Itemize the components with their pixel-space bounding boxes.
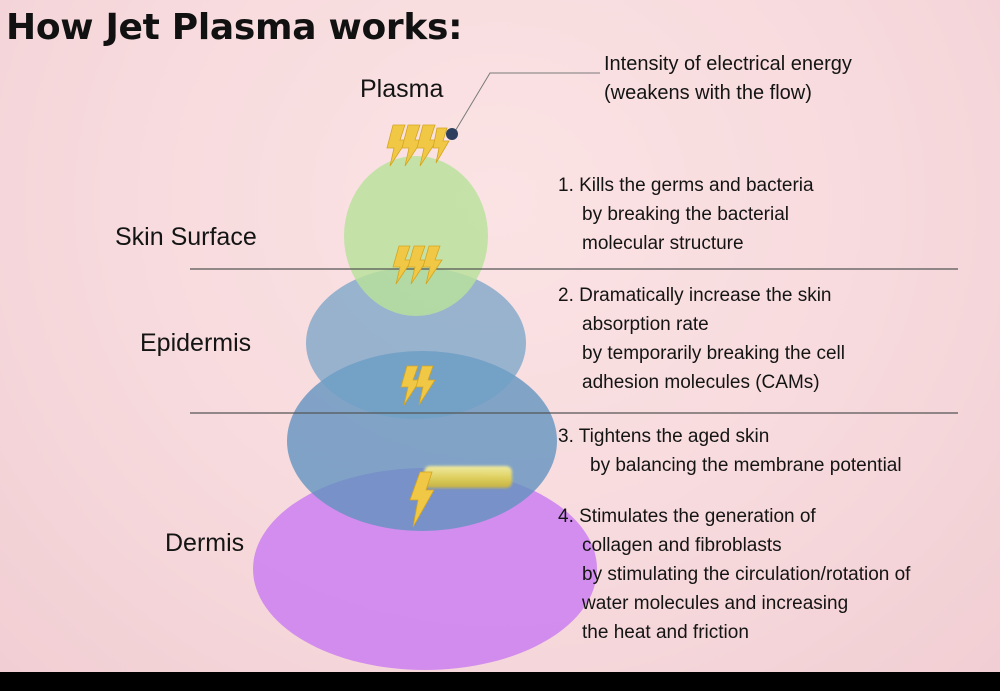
skin-surface-layer bbox=[344, 156, 488, 316]
effect-4-line: collagen and fibroblasts bbox=[582, 535, 782, 556]
lightning-bolt-icon bbox=[422, 245, 443, 285]
effect-1-heading: 1. Kills the germs and bacteria bbox=[558, 175, 814, 196]
page-title: How Jet Plasma works: bbox=[6, 7, 463, 48]
effect-2: 2. Dramatically increase the skin absorp… bbox=[558, 281, 845, 397]
effect-2-line: adhesion molecules (CAMs) bbox=[582, 372, 820, 393]
effect-4-line: by stimulating the circulation/rotation … bbox=[582, 564, 911, 585]
intensity-note: Intensity of electrical energy (weakens … bbox=[604, 50, 852, 108]
effect-1-line: by breaking the bacterial bbox=[582, 204, 790, 225]
effect-2-line: absorption rate bbox=[582, 314, 709, 335]
effect-1: 1. Kills the germs and bacteria by break… bbox=[558, 171, 814, 258]
effect-4-line: the heat and friction bbox=[582, 622, 749, 643]
lightning-bolt-icon bbox=[386, 124, 408, 167]
layer-diagram bbox=[190, 72, 958, 670]
lightning-bolt-icon bbox=[392, 245, 413, 285]
lightning-bolt-icon bbox=[401, 124, 423, 167]
energy-dot-icon bbox=[446, 128, 458, 140]
lightning-bolt-icon bbox=[432, 127, 450, 164]
effect-1-line: molecular structure bbox=[582, 233, 744, 254]
dermis-layer bbox=[253, 468, 597, 670]
lightning-bolt-icon bbox=[407, 245, 428, 285]
lightning-bolt-icon bbox=[400, 365, 421, 406]
plasma-label: Plasma bbox=[360, 75, 444, 103]
intensity-note-line: Intensity of electrical energy bbox=[604, 53, 852, 75]
effect-2-heading: 2. Dramatically increase the skin bbox=[558, 285, 832, 306]
epidermis-label: Epidermis bbox=[140, 329, 252, 357]
intensity-callout-line bbox=[453, 72, 600, 134]
heat-bar-icon bbox=[424, 466, 512, 488]
effect-3: 3. Tightens the aged skin by balancing t… bbox=[558, 422, 902, 480]
epidermis-upper-layer bbox=[306, 267, 526, 419]
lightning-bolt-icon bbox=[416, 124, 438, 167]
dermis-label: Dermis bbox=[165, 529, 245, 557]
skin-surface-label: Skin Surface bbox=[115, 223, 257, 251]
effect-3-line: by balancing the membrane potential bbox=[590, 455, 902, 476]
lightning-bolt-icon bbox=[409, 471, 435, 528]
intensity-note-line: (weakens with the flow) bbox=[604, 82, 812, 104]
effect-4-heading: 4. Stimulates the generation of bbox=[558, 506, 816, 527]
lightning-bolt-icon bbox=[415, 365, 436, 406]
skin-surface-bolts bbox=[392, 245, 443, 285]
plasma-bolts bbox=[386, 124, 450, 167]
effect-2-line: by temporarily breaking the cell bbox=[582, 343, 845, 364]
effect-4-line: water molecules and increasing bbox=[582, 593, 849, 614]
diagram-canvas: How Jet Plasma works: Plasma Skin Surfac… bbox=[0, 0, 1000, 672]
effect-4: 4. Stimulates the generation of collagen… bbox=[558, 502, 910, 647]
epidermis-bolts bbox=[400, 365, 436, 406]
dermis-energy bbox=[409, 466, 512, 528]
effect-3-heading: 3. Tightens the aged skin bbox=[558, 426, 770, 447]
